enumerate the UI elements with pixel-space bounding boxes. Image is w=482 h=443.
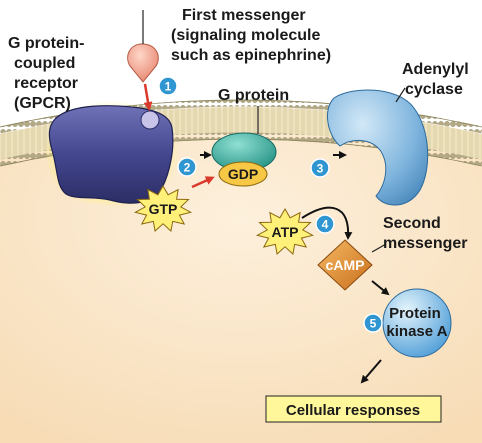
camp-diamond: [317, 239, 387, 291]
step-badge-2: 2: [177, 157, 197, 177]
g-protein-label: G protein: [218, 87, 289, 104]
cellular-responses-box: [265, 395, 442, 423]
atp-starburst: [255, 208, 315, 255]
svg-text:2: 2: [184, 161, 191, 175]
second-messenger-leader-line: [371, 243, 387, 253]
gdp-nucleotide: [218, 161, 268, 187]
gpcr-receptor: [41, 100, 181, 210]
gtp-starburst: [133, 185, 193, 232]
protein-kinase-a: [382, 288, 452, 358]
adenylyl-cyclase: [326, 87, 429, 206]
svg-text:5: 5: [370, 317, 377, 331]
first-messenger-molecule: [127, 10, 159, 83]
svg-text:4: 4: [322, 218, 329, 232]
svg-text:3: 3: [317, 162, 324, 176]
red-arrow-gtp-exchange: [191, 176, 215, 189]
cellular-responses-label: Cellular responses: [286, 402, 420, 419]
adenylyl-cyclase-label: Adenylyl cyclase: [402, 61, 473, 98]
gpcr-label: G protein- coupled receptor (GPCR): [8, 35, 89, 112]
gdp-label: GDP: [228, 166, 258, 182]
step-badge-1: 1: [158, 76, 178, 96]
gtp-label: GTP: [149, 201, 178, 217]
arrow-pka-to-responses: [360, 359, 382, 384]
camp-label: cAMP: [326, 257, 365, 273]
protein-kinase-a-label: Protein kinase A: [386, 305, 447, 340]
step-badge-5: 5: [363, 313, 383, 333]
second-messenger-label: Second messenger: [383, 215, 468, 252]
svg-text:1: 1: [165, 80, 172, 94]
step-badge-4: 4: [315, 214, 335, 234]
red-arrow-binding: [143, 83, 153, 111]
first-messenger-label: First messenger (signaling molecule such…: [171, 7, 331, 64]
atp-label: ATP: [272, 224, 299, 240]
arrow-camp-to-pka: [371, 280, 390, 296]
adenylyl-cyclase-leader-line: [395, 87, 406, 103]
arrow-atp-to-camp: [301, 206, 353, 240]
step-badge-3: 3: [310, 158, 330, 178]
